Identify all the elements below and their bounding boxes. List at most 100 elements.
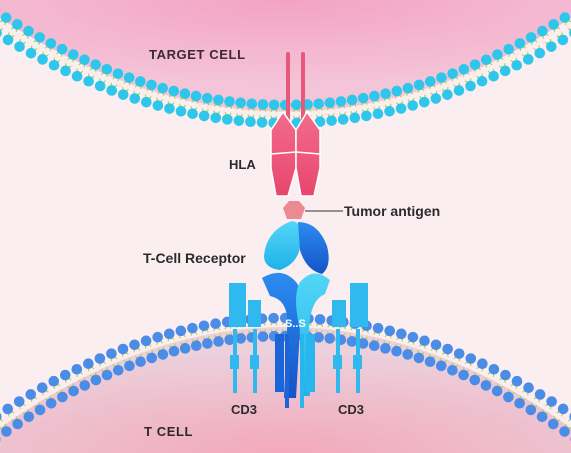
lipid-head — [190, 90, 202, 102]
lipid-head — [83, 75, 94, 87]
lipid-head — [36, 382, 48, 393]
lipid-head — [68, 49, 79, 60]
lipid-head — [256, 117, 268, 128]
lipid-head — [201, 92, 213, 104]
lipid-head — [168, 85, 180, 97]
lipid-head — [245, 116, 256, 127]
disulfide-bond-label: S..S — [285, 318, 306, 330]
lipid-head — [499, 65, 511, 77]
lipid-head — [458, 369, 469, 381]
lipid-head — [372, 322, 384, 334]
lipid-head — [12, 19, 23, 30]
lipid-head — [291, 99, 302, 111]
lipid-head — [372, 108, 384, 120]
target-cell-label: TARGET CELL — [149, 47, 246, 62]
lipid-head — [25, 389, 37, 400]
lipid-head — [424, 76, 436, 87]
lipid-head — [391, 85, 403, 97]
t-cell-receptor — [262, 221, 330, 408]
lipid-head — [488, 70, 499, 82]
t-cell-receptor-label: T-Cell Receptor — [143, 250, 246, 266]
lipid-head — [447, 364, 458, 376]
lipid-tail — [567, 418, 571, 422]
lipid-head — [146, 352, 158, 364]
lipid-head — [536, 411, 548, 423]
lipid-head — [135, 356, 146, 368]
lipid-head — [480, 380, 492, 391]
lipid-head — [129, 339, 140, 351]
lipid-head — [164, 103, 175, 114]
lipid-head — [557, 403, 569, 415]
lipid-head — [326, 115, 337, 126]
lipid-head — [492, 49, 503, 60]
lipid-head — [442, 89, 453, 100]
lipid-head — [235, 333, 247, 344]
lipid-head — [187, 108, 198, 120]
lipid-head — [469, 374, 481, 386]
lipid-head — [68, 385, 79, 397]
lipid-head — [384, 105, 395, 117]
lipid-head — [368, 340, 380, 352]
lipid-head — [447, 68, 458, 79]
lipid-head — [198, 110, 210, 122]
lipid-head — [224, 334, 235, 346]
lipid-head — [25, 47, 37, 59]
lipid-head — [0, 437, 1, 442]
lipid-head — [179, 88, 191, 100]
lipid-head — [522, 54, 534, 65]
lipid-head — [90, 374, 102, 386]
lipid-head — [314, 314, 326, 325]
lipid-head — [0, 12, 12, 23]
lipid-head — [523, 382, 534, 393]
tumor-antigen-label: Tumor antigen — [344, 203, 441, 219]
lipid-head — [469, 59, 481, 70]
cd3-left-complex — [229, 283, 261, 393]
cd3-left-label: CD3 — [231, 402, 258, 417]
lipid-head — [123, 72, 135, 83]
lipid-head — [407, 331, 419, 343]
lipid-head — [190, 340, 202, 352]
lipid-head — [175, 105, 187, 117]
lipid-head — [83, 358, 94, 370]
lipid-head — [480, 54, 492, 66]
lipid-head — [413, 352, 425, 364]
lipid-head — [112, 68, 124, 79]
lipid-head — [357, 338, 369, 349]
lipid-head — [135, 76, 146, 87]
lipid-head — [361, 110, 372, 122]
lipid-head — [500, 369, 511, 381]
lipid-head — [369, 90, 380, 102]
lipid-head — [152, 100, 164, 111]
lipid-head — [557, 34, 569, 46]
lipid-head — [453, 348, 465, 359]
lipid-head — [117, 89, 129, 100]
lipid-head — [546, 41, 557, 52]
lipid-head — [246, 98, 258, 110]
lipid-head — [94, 353, 106, 364]
lipid-head — [442, 343, 453, 355]
lipid-head — [213, 94, 224, 106]
lipid-head — [503, 43, 514, 55]
lipid-head — [346, 94, 358, 106]
lipid-head — [2, 34, 14, 46]
lipid-head — [424, 356, 436, 368]
lipid-head — [106, 348, 117, 359]
lipid-head — [129, 93, 141, 104]
lipid-tail — [567, 28, 571, 32]
lipid-head — [419, 335, 430, 347]
lipid-head — [407, 100, 418, 111]
lipid-head — [210, 112, 222, 124]
t-cell-label: T CELL — [144, 424, 194, 439]
hla-label: HLA — [229, 157, 256, 172]
lipid-head — [534, 47, 546, 59]
lipid-head — [179, 343, 191, 354]
lipid-head — [476, 75, 488, 87]
cd3-right-label: CD3 — [338, 402, 365, 417]
lipid-head — [313, 98, 324, 110]
lipid-head — [0, 412, 2, 421]
lipid-head — [48, 59, 60, 71]
lipid-head — [34, 32, 46, 43]
lipid-head — [453, 85, 465, 96]
lipid-head — [34, 404, 46, 416]
lipid-head — [79, 380, 91, 391]
